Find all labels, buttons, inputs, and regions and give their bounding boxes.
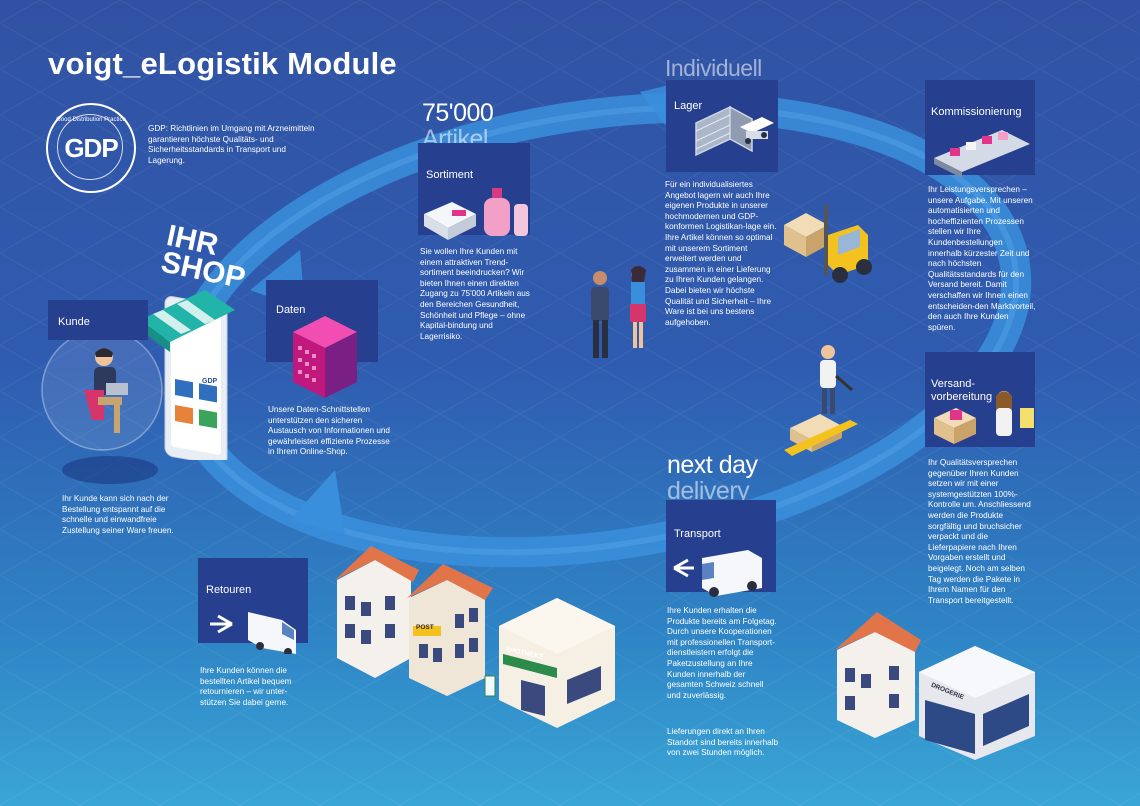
app-badge-gdp: GDP xyxy=(202,378,218,385)
text-transport: Ihre Kunden erhalten die Produkte bereit… xyxy=(667,606,777,700)
pallet-jack-worker-illustration xyxy=(784,345,858,456)
gdp-description: GDP: Richtlinien im Umgang mit Arzneimit… xyxy=(148,124,315,165)
town-buildings-illustration xyxy=(335,546,615,728)
heading-transport: next day delivery xyxy=(667,452,758,504)
text-daten: Unsere Daten-Schnittstellen unterstützen… xyxy=(268,405,390,457)
text-kunde: Ihr Kunde kann sich nach der Bestellung … xyxy=(62,494,174,535)
smartphone-shop-illustration xyxy=(140,290,235,460)
heading-sortiment-line1: 75'000 xyxy=(422,99,494,127)
text-lager: Für ein individualisiertes Angebot lager… xyxy=(665,180,777,327)
sign-post: POST xyxy=(416,624,434,631)
label-daten: Daten xyxy=(276,304,306,316)
label-versand-line1: Versand- xyxy=(931,378,976,390)
gdp-seal-text: GDP xyxy=(64,133,118,163)
heading-lager: Individuell xyxy=(665,55,762,81)
warehouse-shelves-illustration xyxy=(695,105,774,157)
panel-kunde: Kunde xyxy=(48,300,148,340)
text-transport-2: Lieferungen direkt an Ihren Standort sin… xyxy=(667,727,779,758)
delivery-van-left-illustration xyxy=(673,550,762,597)
data-server-icon xyxy=(293,316,357,398)
text-sortiment: Sie wollen Ihre Kunden mit einem attrakt… xyxy=(420,247,530,341)
two-people-handshake-illustration xyxy=(591,266,646,358)
gdp-seal-logo: Good Distribution Practice GDP xyxy=(46,103,136,193)
customer-on-chair-illustration xyxy=(84,348,128,433)
heading-transport-line2: delivery xyxy=(667,477,750,505)
gdp-seal-ring-text: Good Distribution Practice xyxy=(56,117,126,123)
label-lager: Lager xyxy=(674,100,703,112)
text-kommissionierung: Ihr Leistungsversprechen – unsere Aufgab… xyxy=(928,185,1036,332)
conveyor-picking-illustration xyxy=(934,130,1030,178)
drugstore-buildings-illustration xyxy=(835,612,1035,760)
label-retouren: Retouren xyxy=(206,584,252,596)
label-versand-line2: vorbereitung xyxy=(931,391,993,403)
forklift-illustration xyxy=(784,205,872,283)
label-transport: Transport xyxy=(674,528,721,540)
page-title: voigt_eLogistik Module xyxy=(48,46,397,81)
label-kommissionierung: Kommissionierung xyxy=(931,106,1022,118)
label-versand: Versand- vorbereitung xyxy=(931,378,992,404)
text-versand: Ihr Qualitätsversprechen gegenüber Ihren… xyxy=(928,458,1031,605)
label-kunde: Kunde xyxy=(58,316,90,328)
delivery-van-right-illustration xyxy=(210,612,296,654)
packing-woman-illustration xyxy=(934,391,1034,444)
heading-transport-line1: next day xyxy=(667,451,758,479)
cosmetics-products-illustration xyxy=(424,188,528,240)
label-sortiment: Sortiment xyxy=(426,169,474,181)
text-retouren: Ihre Kunden können die bestellten Artike… xyxy=(200,666,292,707)
